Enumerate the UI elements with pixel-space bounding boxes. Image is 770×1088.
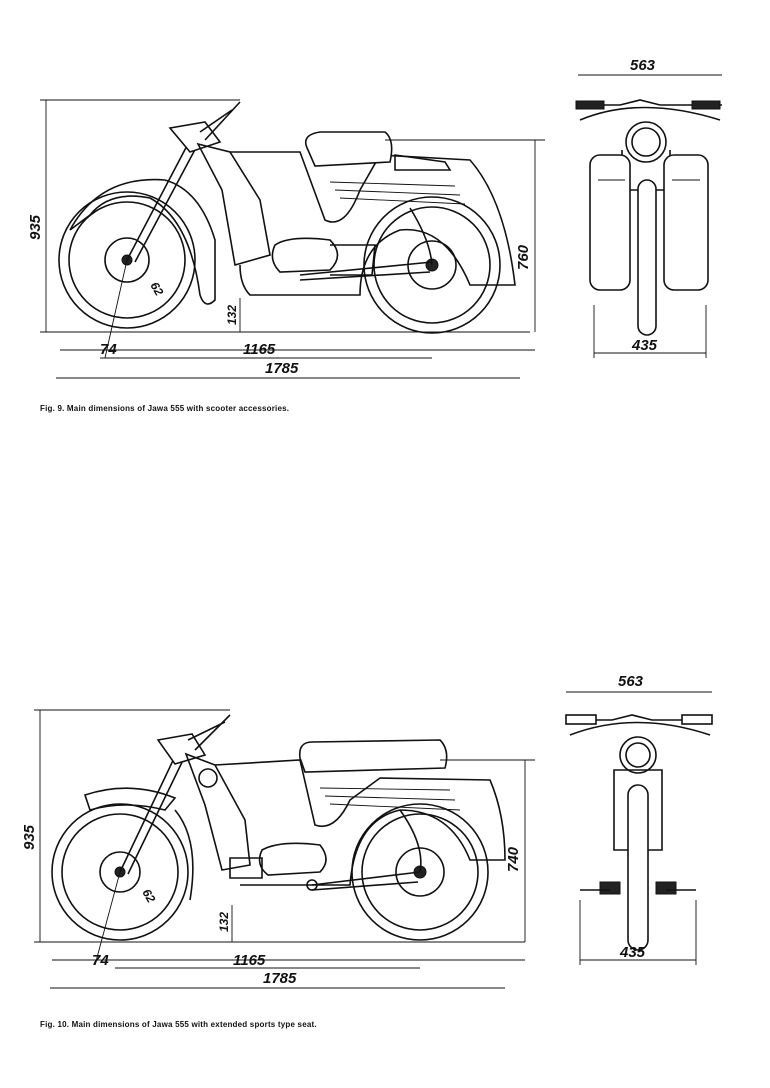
- dim-length: 1785: [263, 970, 297, 987]
- handlebar: [199, 101, 241, 141]
- drawing-scooter-accessories: 935 760 132 62 74 1165 1785 563 435: [27, 57, 722, 379]
- figure-caption: Fig. 10. Main dimensions of Jawa 555 wit…: [40, 1020, 317, 1029]
- dim-handlebar-width: 563: [618, 673, 644, 690]
- headlamp: [156, 733, 207, 765]
- figure-10: 935 740 132 62 74 1165 1785 563 435 Fig.…: [0, 660, 770, 1040]
- front-tire: [637, 179, 657, 336]
- front-fork: [119, 749, 187, 875]
- body-panel: [214, 759, 506, 886]
- chain-guard: [299, 261, 433, 281]
- dim-overhang: 74: [92, 952, 109, 969]
- front-view: [575, 74, 722, 358]
- leg-shield-right: [663, 154, 709, 291]
- dim-length: 1785: [265, 360, 299, 377]
- figure-caption: Fig. 9. Main dimensions of Jawa 555 with…: [40, 404, 290, 413]
- front-fender: [83, 787, 177, 811]
- front-fender: [69, 178, 216, 305]
- front-wheel: [51, 803, 189, 941]
- front-fork: [126, 139, 199, 263]
- front-handlebar: [576, 99, 722, 106]
- dim-clearance: 132: [217, 912, 231, 932]
- side-view: [51, 714, 506, 941]
- engine: [271, 237, 339, 273]
- dim-seat-height: 760: [515, 244, 532, 270]
- seat: [304, 131, 393, 167]
- drawing-sports-seat: 935 740 132 62 74 1165 1785 563 435: [21, 673, 713, 989]
- dimension-lines: [34, 709, 535, 989]
- dimension-lines: [40, 99, 545, 379]
- dim-wheelbase: 1165: [243, 341, 276, 358]
- sports-seat: [298, 739, 448, 773]
- front-view: [565, 691, 713, 965]
- chain-guard: [311, 871, 421, 891]
- dim-overhang: 74: [100, 341, 117, 358]
- dim-shield-width: 435: [631, 337, 658, 354]
- front-tire: [627, 784, 649, 951]
- figure-9: 935 760 132 62 74 1165 1785 563 435 Fig.…: [0, 40, 770, 430]
- headlamp: [168, 121, 222, 153]
- dim-seat-height: 740: [505, 846, 522, 872]
- dim-clearance: 132: [225, 305, 239, 325]
- side-view: [58, 101, 516, 334]
- dim-fork-angle: 62: [139, 887, 158, 906]
- frame-tube: [184, 752, 251, 871]
- frame-tube: [196, 142, 271, 267]
- dim-height: 935: [21, 824, 38, 850]
- handlebar: [187, 714, 231, 751]
- front-wheel: [58, 191, 196, 329]
- dim-handlebar-width: 563: [630, 57, 656, 74]
- dim-footrest-width: 435: [619, 944, 646, 961]
- leg-shield-left: [589, 154, 631, 291]
- engine: [258, 842, 327, 876]
- body-panel: [230, 151, 516, 296]
- dim-height: 935: [27, 214, 44, 240]
- dim-fork-angle: 62: [147, 280, 166, 299]
- dim-wheelbase: 1165: [233, 952, 266, 969]
